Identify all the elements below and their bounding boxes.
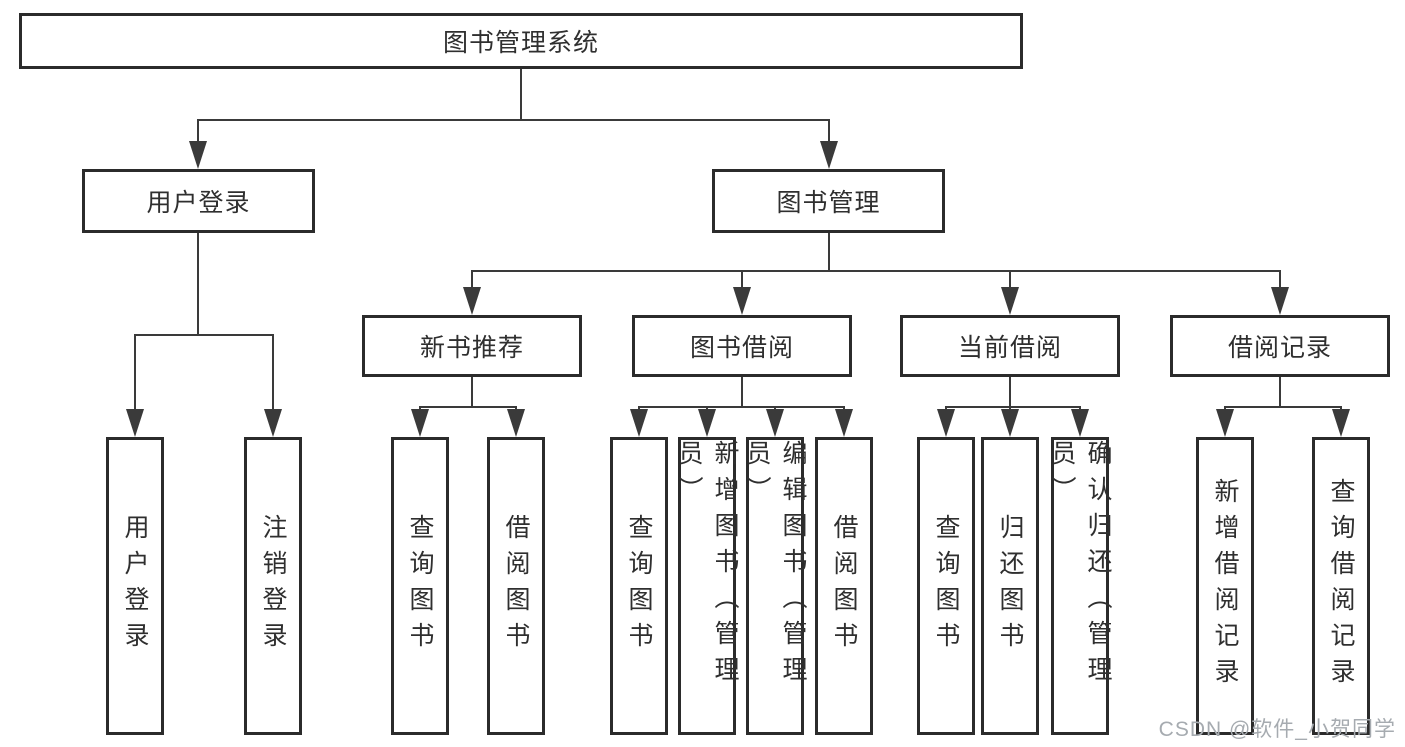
arrowhead-query-books-1	[411, 409, 429, 437]
arrowhead-query-books-3	[937, 409, 955, 437]
connector-drop-leaf-logout	[272, 334, 274, 411]
arrowhead-user-login	[189, 141, 207, 169]
connector-drop-leaf-login	[134, 334, 136, 411]
leaf-return-book: 归还图书	[981, 437, 1039, 735]
csdn-watermark: CSDN @软件_小贺同学	[1158, 718, 1396, 741]
connector-currentborrow-stem	[1009, 377, 1011, 408]
arrowhead-leaf-logout	[264, 409, 282, 437]
leaf-add-book-admin: 新增图书（管理员）	[675, 437, 739, 735]
connector-bookmgmt-stem	[828, 233, 830, 272]
connector-records-bar	[1224, 406, 1342, 408]
node-borrowing-records: 借阅记录	[1170, 315, 1390, 377]
arrowhead-borrow-records	[1271, 287, 1289, 315]
leaf-query-books-borrowing: 查询图书	[610, 437, 668, 735]
leaf-user-login: 用户登录	[106, 437, 164, 735]
arrowhead-leaf-login	[126, 409, 144, 437]
leaf-edit-book-admin: 编辑图书（管理员）	[743, 437, 807, 735]
connector-drop-user-login	[197, 119, 199, 143]
node-current-borrowing: 当前借阅	[900, 315, 1120, 377]
connector-stub	[419, 406, 421, 411]
connector-records-stem	[1279, 377, 1281, 408]
connector-drop-current-borrow	[1009, 270, 1011, 288]
connector-drop-book-borrow	[741, 270, 743, 288]
connector-bookmgmt-bar	[471, 270, 1281, 272]
connector-stub	[843, 406, 845, 411]
leaf-add-borrow-record: 新增借阅记录	[1196, 437, 1254, 735]
connector-stub	[1009, 406, 1011, 411]
leaf-borrow-books-borrowing: 借阅图书	[815, 437, 873, 735]
connector-userlogin-bar	[134, 334, 274, 336]
connector-stub	[945, 406, 947, 411]
connector-stub	[638, 406, 640, 411]
connector-drop-borrow-records	[1279, 270, 1281, 288]
arrowhead-book-borrow	[733, 287, 751, 315]
connector-stub	[1340, 406, 1342, 411]
connector-stub	[774, 406, 776, 411]
connector-userlogin-stem	[197, 233, 199, 336]
connector-bookborrow-stem	[741, 377, 743, 408]
connector-stub	[515, 406, 517, 411]
arrowhead-borrow-books-2	[835, 409, 853, 437]
connector-newbook-bar	[419, 406, 517, 408]
connector-stub	[1079, 406, 1081, 411]
arrowhead-add-book	[698, 409, 716, 437]
leaf-query-books-current: 查询图书	[917, 437, 975, 735]
node-book-borrowing: 图书借阅	[632, 315, 852, 377]
arrowhead-add-record	[1216, 409, 1234, 437]
arrowhead-current-borrow	[1001, 287, 1019, 315]
node-new-book-recommendation: 新书推荐	[362, 315, 582, 377]
leaf-query-borrow-record: 查询借阅记录	[1312, 437, 1370, 735]
arrowhead-book-mgmt	[820, 141, 838, 169]
arrowhead-query-record	[1332, 409, 1350, 437]
node-root-library-system: 图书管理系统	[19, 13, 1023, 69]
connector-stub	[1224, 406, 1226, 411]
connector-drop-new-book	[471, 270, 473, 288]
leaf-query-books-recommend: 查询图书	[391, 437, 449, 735]
connector-newbook-stem	[471, 377, 473, 408]
connector-stub	[706, 406, 708, 411]
connector-root-bar	[197, 119, 830, 121]
node-user-login: 用户登录	[82, 169, 315, 233]
connector-bookborrow-bar	[638, 406, 845, 408]
leaf-confirm-return-admin: 确认归还（管理员）	[1048, 437, 1112, 735]
node-book-management: 图书管理	[712, 169, 945, 233]
connector-drop-book-mgmt	[828, 119, 830, 143]
arrowhead-query-books-2	[630, 409, 648, 437]
connector-root-stem	[520, 69, 522, 121]
arrowhead-confirm-return	[1071, 409, 1089, 437]
arrowhead-borrow-books-1	[507, 409, 525, 437]
arrowhead-return-book	[1001, 409, 1019, 437]
leaf-logout: 注销登录	[244, 437, 302, 735]
leaf-borrow-books-recommend: 借阅图书	[487, 437, 545, 735]
arrowhead-new-book	[463, 287, 481, 315]
arrowhead-edit-book	[766, 409, 784, 437]
connector-currentborrow-bar	[945, 406, 1081, 408]
